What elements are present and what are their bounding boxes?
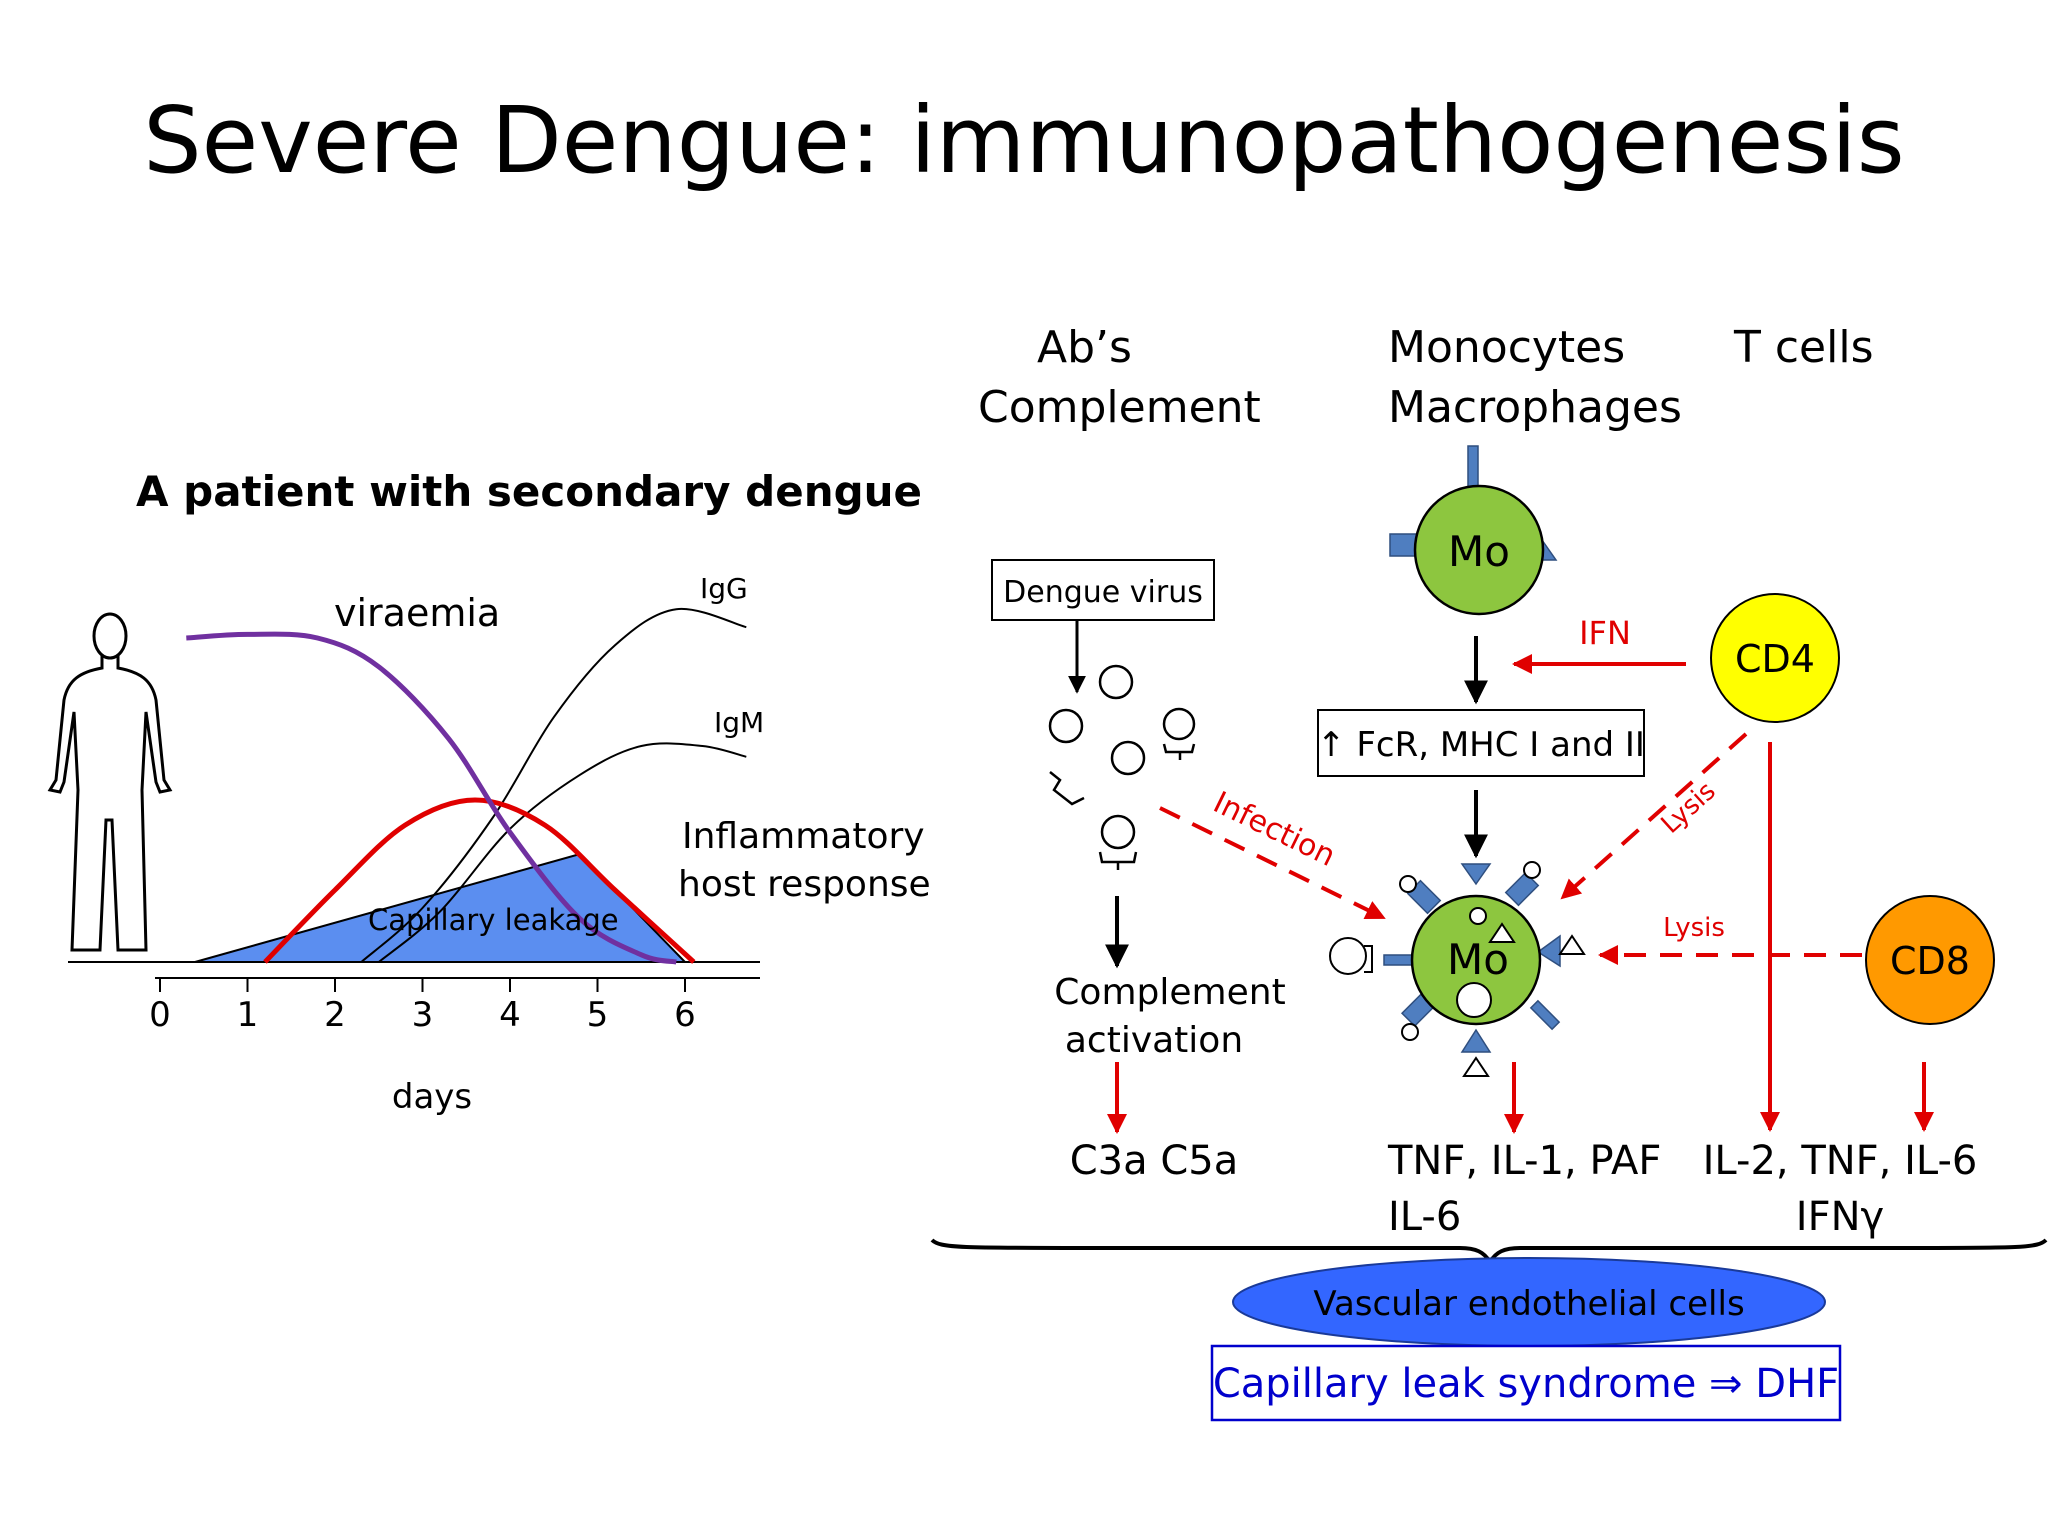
tcells-header: T cells xyxy=(1733,322,1874,373)
x-axis-label: days xyxy=(392,1077,472,1117)
inflammatory-label-line1: Inflammatory xyxy=(682,816,925,857)
complement-label-line2: activation xyxy=(1065,1020,1243,1061)
x-axis-ticks: 0 1 2 3 4 5 6 xyxy=(149,978,696,1035)
fcr-label: ↑ FcR, MHC I and II xyxy=(1317,725,1645,765)
slide-title: Severe Dengue: immunopathogenesis xyxy=(143,87,1904,194)
c3a-c5a-label: C3a C5a xyxy=(1070,1138,1239,1184)
mono-header-line2: Macrophages xyxy=(1388,382,1682,433)
cd8-label: CD8 xyxy=(1890,939,1970,983)
vascular-label: Vascular endothelial cells xyxy=(1313,1284,1744,1324)
virus-particles xyxy=(1048,664,1196,870)
monocyte-top: Mo xyxy=(1389,445,1558,616)
capillary-leakage-label: Capillary leakage xyxy=(368,903,619,937)
mo-top-label: Mo xyxy=(1448,527,1510,576)
x-tick-label: 2 xyxy=(324,995,346,1035)
inflammatory-response-curve xyxy=(263,797,696,964)
il2-label-line2: IFNγ xyxy=(1796,1194,1884,1240)
capillary-leak-syndrome-label: Capillary leak syndrome ⇒ DHF xyxy=(1213,1361,1839,1407)
timeline-chart: 0 1 2 3 4 5 6 viraemia IgG IgM Inflammatory ho… xyxy=(68,572,931,1117)
cd8-cell: CD8 xyxy=(1865,895,1995,1025)
x-tick-label: 4 xyxy=(499,995,521,1035)
x-tick-label: 3 xyxy=(412,995,434,1035)
abs-header-line1: Ab’s xyxy=(1037,322,1132,373)
fcr-box: ↑ FcR, MHC I and II xyxy=(1317,709,1645,777)
monocyte-bottom: Mo xyxy=(1329,861,1586,1077)
mo-bottom-label: Mo xyxy=(1447,935,1509,984)
igg-curve xyxy=(360,607,747,963)
il2-label-line1: IL-2, TNF, IL-6 xyxy=(1703,1138,1978,1184)
capillary-leak-syndrome-box: Capillary leak syndrome ⇒ DHF xyxy=(1210,1344,1842,1422)
lysis-cd8-label: Lysis xyxy=(1663,913,1725,943)
dengue-virus-box: Dengue virus xyxy=(991,559,1215,621)
cd4-cell: CD4 xyxy=(1710,593,1840,723)
x-tick-label: 5 xyxy=(587,995,609,1035)
cd4-lysis-arrow xyxy=(1560,732,1748,900)
inflammatory-label-line2: host response xyxy=(678,864,931,905)
mono-header-line1: Monocytes xyxy=(1388,322,1625,373)
x-tick-label: 1 xyxy=(237,995,259,1035)
viraemia-curve xyxy=(186,631,677,965)
igm-curve xyxy=(378,742,747,963)
patient-heading: A patient with secondary dengue xyxy=(136,467,922,516)
vascular-endothelial-cells: Vascular endothelial cells xyxy=(1232,1257,1826,1347)
infection-arrow xyxy=(1159,806,1386,920)
abs-header-line2: Complement xyxy=(978,382,1261,433)
x-tick-label: 6 xyxy=(674,995,696,1035)
x-tick-label: 0 xyxy=(149,995,171,1035)
viraemia-label: viraemia xyxy=(334,591,500,635)
infection-label: Infection xyxy=(1208,785,1341,874)
complement-label-line1: Complement xyxy=(1054,972,1285,1013)
human-figure-icon xyxy=(47,612,173,952)
dengue-virus-label: Dengue virus xyxy=(1003,575,1203,610)
tnf-label-line2: IL-6 xyxy=(1388,1194,1461,1240)
igm-label: IgM xyxy=(714,706,764,739)
igg-label: IgG xyxy=(700,572,748,605)
cd4-label: CD4 xyxy=(1735,637,1815,681)
tnf-label-line1: TNF, IL-1, PAF xyxy=(1387,1138,1661,1184)
ifn-label: IFN xyxy=(1579,614,1631,652)
